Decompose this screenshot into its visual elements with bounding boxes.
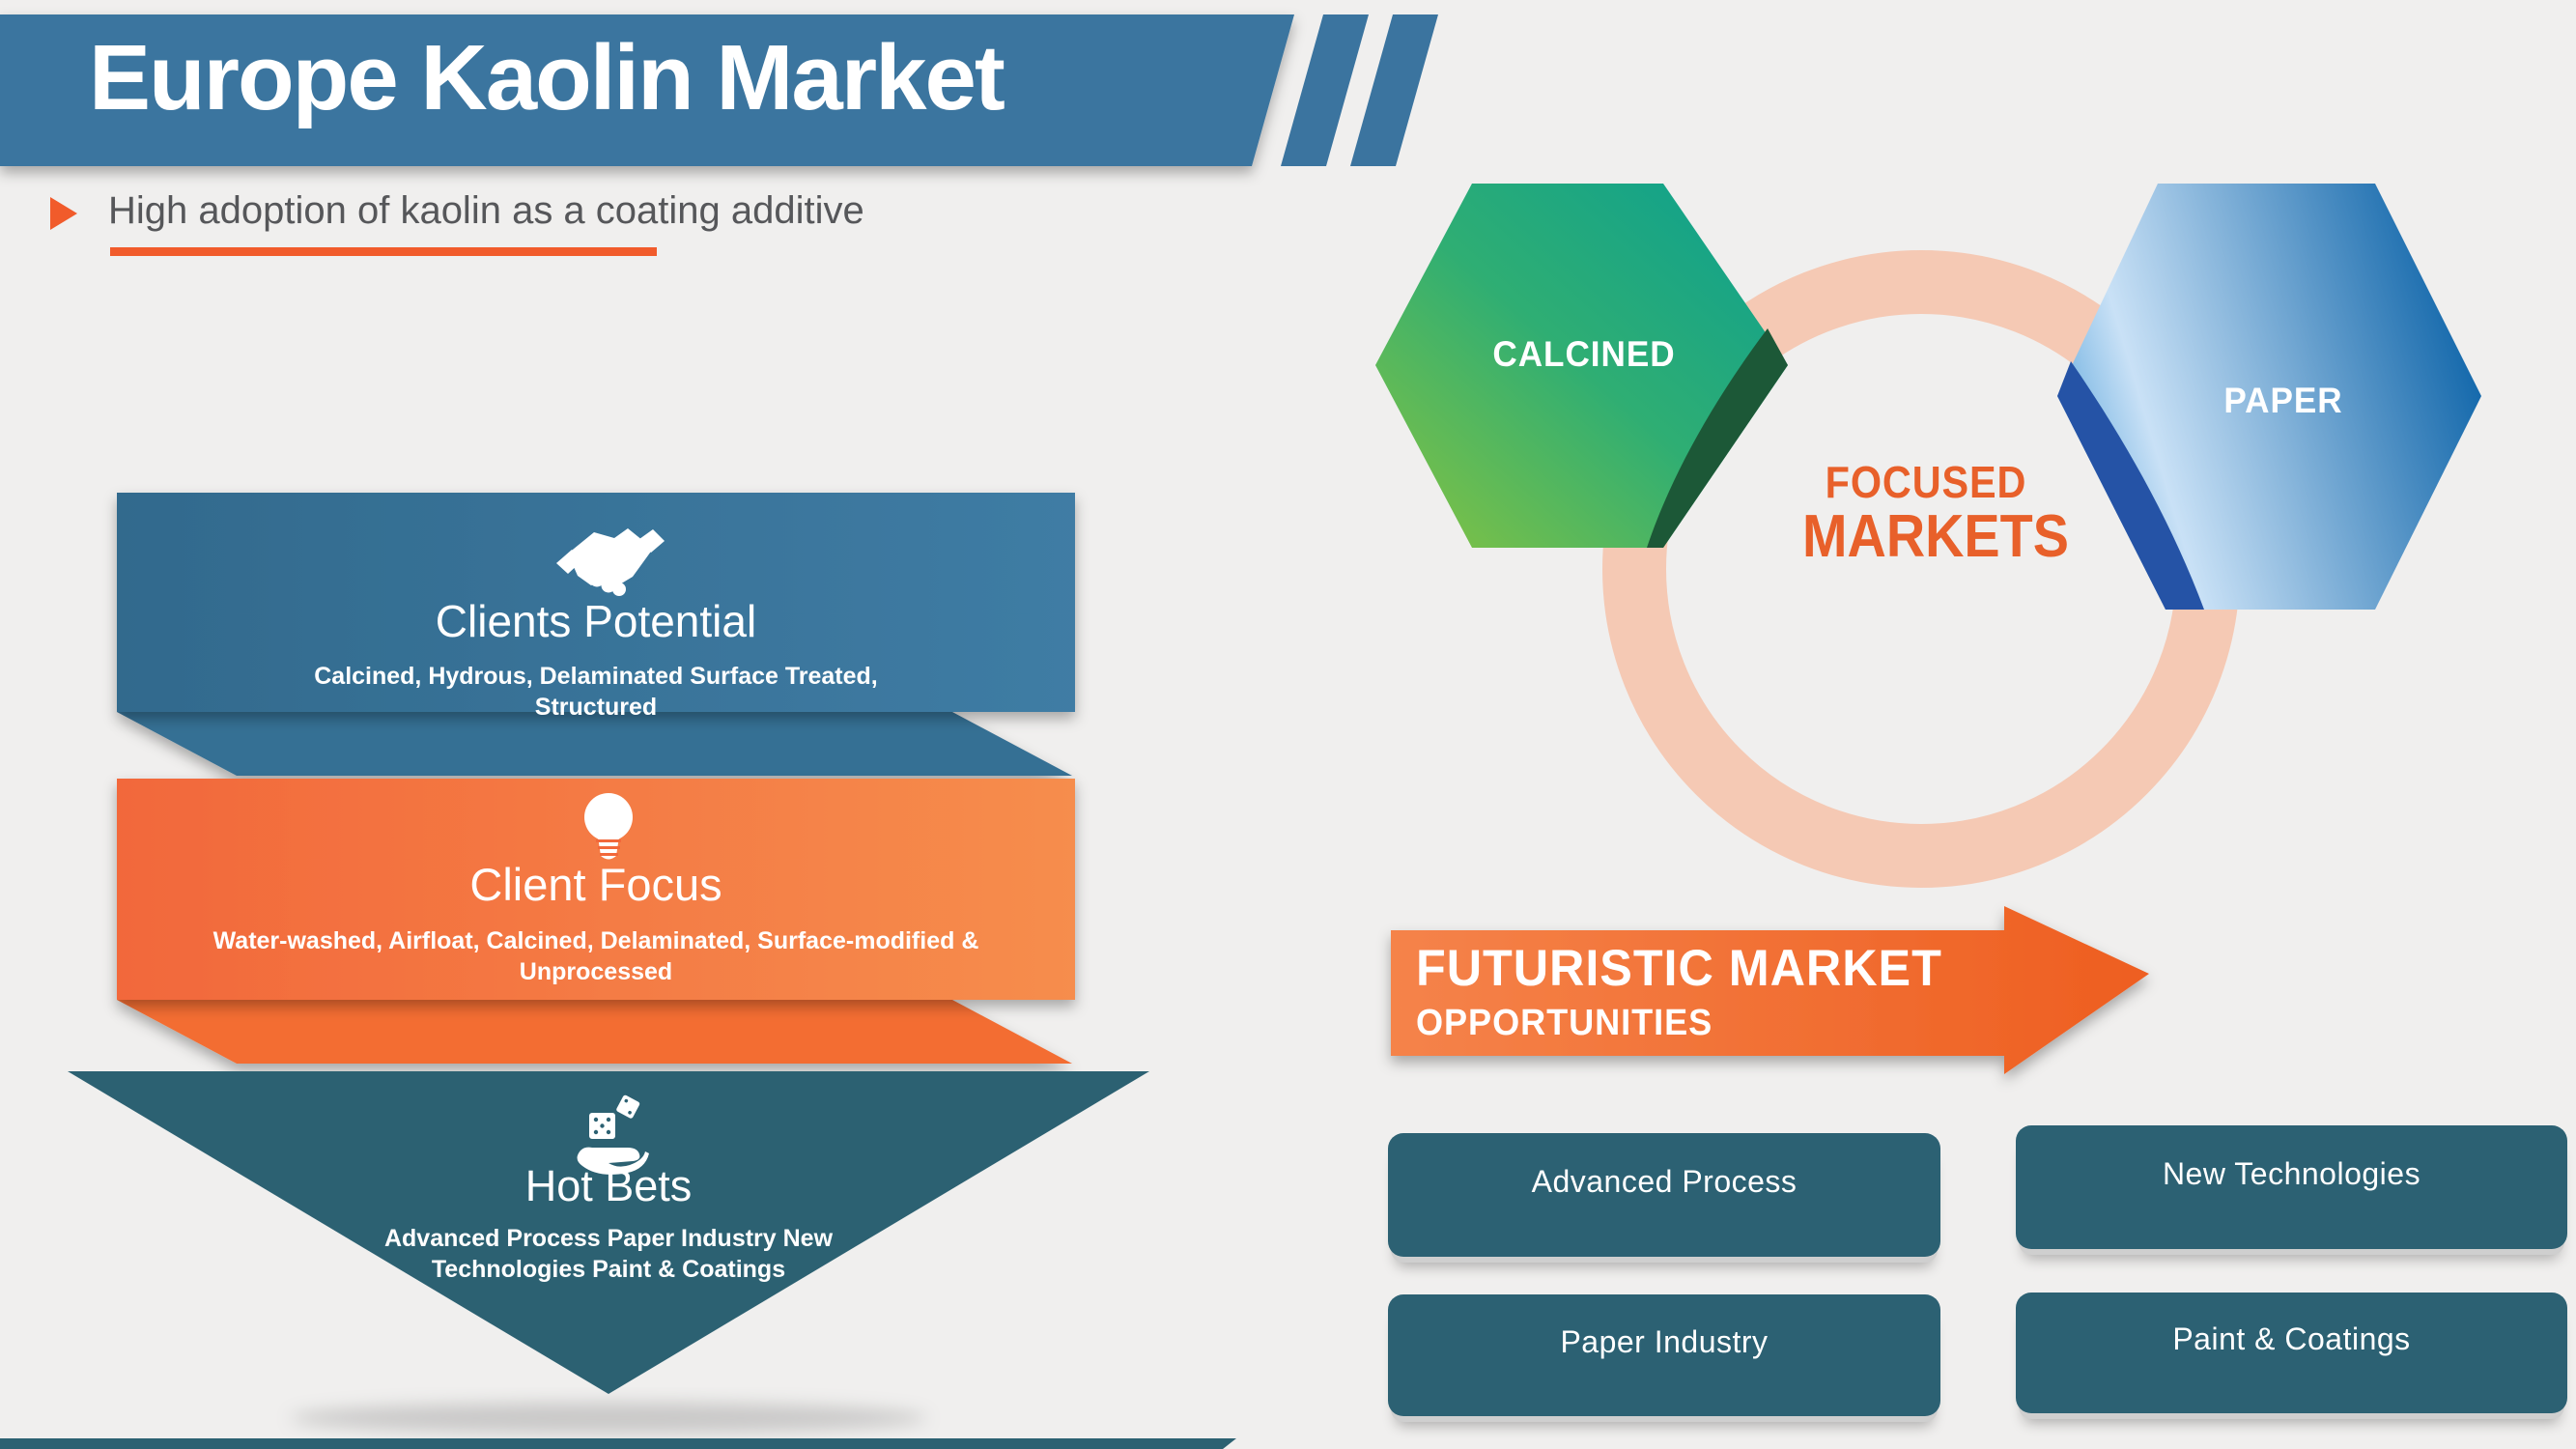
futuristic-market-title: FUTURISTIC MARKET (1416, 940, 1942, 997)
opportunity-box-label: Paper Industry (1560, 1323, 1769, 1359)
hexagon-label-calcined: CALCINED (1492, 334, 1676, 374)
hexagon-calcined-shadow (1647, 328, 1788, 548)
banner-stripe-1 (1281, 14, 1369, 166)
funnel-level-title: Hot Bets (524, 1161, 693, 1210)
page-title: Europe Kaolin Market (89, 26, 1005, 129)
opportunity-box-label: New Technologies (2162, 1155, 2421, 1191)
opportunity-box-label: Paint & Coatings (2172, 1321, 2411, 1356)
funnel-band-clients-potential (117, 493, 1075, 712)
hexagon-paper (2057, 184, 2481, 610)
subtitle-underline (110, 247, 657, 256)
opportunity-box-paint-coatings: Paint & Coatings (2007, 1293, 2567, 1422)
hexagon-paper-shadow (2057, 361, 2204, 610)
banner-stripe-2 (1350, 14, 1438, 166)
funnel-level-description: Calcined, Hydrous, Delaminated Surface T… (314, 663, 878, 721)
lightbulb-icon (584, 793, 633, 860)
futuristic-arrow (1391, 906, 2149, 1074)
bottom-bar (0, 1438, 1236, 1449)
funnel-level-description: Water-washed, Airfloat, Calcined, Delami… (212, 927, 979, 985)
funnel-level-title: Clients Potential (435, 596, 757, 646)
triangle-bullet-icon (50, 197, 77, 230)
futuristic-market-subtitle: OPPORTUNITIES (1416, 1003, 1713, 1043)
funnel-ground-shadow (290, 1403, 927, 1434)
hexagon-calcined (1375, 184, 1788, 548)
handshake-icon (556, 528, 665, 596)
funnel-level-title: Client Focus (469, 859, 722, 910)
title-banner (0, 14, 1294, 166)
focused-markets-label-line1: FOCUSED (1825, 457, 2027, 507)
opportunity-box-new-technologies: New Technologies (2007, 1125, 2567, 1258)
opportunity-box-label: Advanced Process (1531, 1163, 1798, 1199)
funnel-level-description: Advanced Process Paper Industry New Tech… (383, 1225, 834, 1283)
opportunity-box-advanced-process: Advanced Process (1379, 1133, 1940, 1265)
page-subtitle: High adoption of kaolin as a coating add… (108, 189, 864, 232)
opportunity-box-paper-industry: Paper Industry (1379, 1294, 1940, 1425)
focused-markets-label-line2: MARKETS (1802, 503, 2069, 570)
dice-hand-icon (577, 1094, 649, 1175)
funnel-chevron-orange (117, 1000, 1072, 1064)
hexagon-label-paper: PAPER (2223, 381, 2343, 420)
funnel-triangle-hot-bets (68, 1071, 1149, 1394)
funnel-chevron-blue (117, 712, 1072, 776)
